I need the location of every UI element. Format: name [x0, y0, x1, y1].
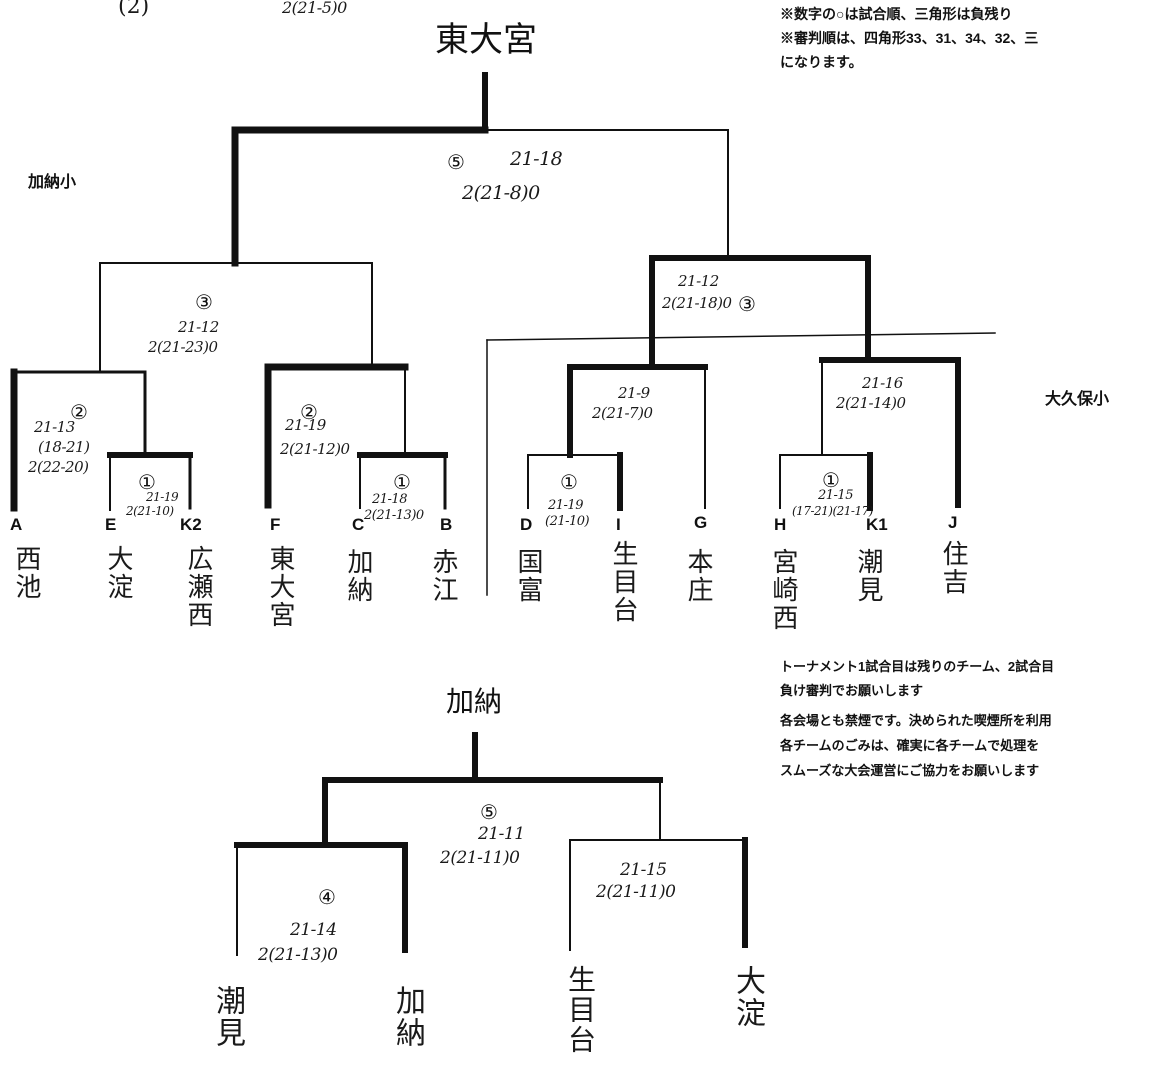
m-mid2-score-2: 2(21-12)0 — [280, 440, 350, 458]
m-right2b-score-2: 2(21-14)0 — [836, 394, 906, 412]
final-score-2: 2(21-8)0 — [462, 182, 540, 204]
bottom-right-score-2: 2(21-11)0 — [596, 882, 676, 902]
top-fragment-score: 2(21-5)0 — [282, 0, 347, 17]
instruction-line-1: トーナメント1試合目は残りのチーム、2試合目 — [780, 659, 1055, 674]
team-name-d: 国富 — [513, 548, 543, 604]
m-right1b-score-2: (17-21)(21-17) — [792, 504, 873, 518]
m-right1a-order: ① — [560, 470, 578, 494]
team-code-h: H — [774, 515, 787, 534]
team-code-g: G — [694, 513, 708, 532]
team-name-b: 赤江 — [428, 548, 458, 604]
team-name-f: 東大宮 — [265, 545, 295, 629]
m-right1a-score-2: (21-10) — [545, 514, 590, 529]
team-code-k2: K2 — [180, 515, 202, 534]
note-line-1: ※数字の○は試合順、三角形は負残り — [780, 6, 1013, 22]
bottom-team-name-2: 加納 — [390, 985, 425, 1049]
left-semi-order: ③ — [195, 290, 213, 314]
team-code-k1: K1 — [866, 515, 888, 534]
m-left1-order: ① — [138, 470, 156, 494]
team-code-f: F — [270, 515, 281, 534]
team-name-e: 大淀 — [103, 545, 133, 601]
final-score-1: 21-18 — [510, 148, 563, 170]
m-right1a-score-1: 21-19 — [548, 498, 583, 513]
m-right2b-score-1: 21-16 — [862, 374, 903, 392]
team-name-j: 住吉 — [938, 540, 968, 596]
bottom-final-order: ⑤ — [480, 800, 498, 824]
bottom-bracket-title: 加納 — [446, 685, 503, 718]
right-semi-score-1: 21-12 — [678, 272, 719, 290]
team-code-c: C — [352, 515, 365, 534]
bottom-team-name-1: 潮見 — [210, 985, 245, 1049]
team-code-a: A — [10, 515, 23, 534]
bottom-team-name-3: 生目台 — [564, 965, 597, 1055]
m-right1b-order: ① — [822, 468, 840, 492]
m-mid1-score-1: 21-18 — [372, 492, 407, 507]
team-code-j: J — [948, 513, 958, 532]
note-line-2: ※審判順は、四角形33、31、34、32、三 — [780, 30, 1039, 46]
team-code-b: B — [440, 515, 453, 534]
left-semi-score-1: 21-12 — [178, 318, 219, 336]
m-left1-score-2: 2(21-10) — [126, 504, 174, 518]
team-name-c: 加納 — [343, 548, 373, 604]
instruction-line-4: 各チームのごみは、確実に各チームで処理を — [780, 738, 1040, 753]
bottom-team-name-4: 大淀 — [730, 965, 765, 1029]
side-label-right: 大久保小 — [1045, 391, 1110, 408]
left-semi-score-2: 2(21-23)0 — [148, 338, 218, 356]
m-left1-score-1: 21-19 — [146, 490, 179, 504]
side-label-left: 加納小 — [28, 174, 77, 191]
team-name-k2: 広瀬西 — [183, 545, 213, 629]
m-mid2-order: ② — [300, 400, 318, 424]
bottom-final-score-2: 2(21-11)0 — [440, 848, 520, 868]
instruction-line-2: 負け審判でお願いします — [780, 683, 924, 698]
m-right2a-score-1: 21-9 — [618, 384, 650, 402]
m-right1b-score-1: 21-15 — [818, 488, 853, 503]
m-mid1-score-2: 2(21-13)0 — [364, 508, 424, 523]
team-name-a: 西池 — [11, 545, 41, 601]
team-name-k1: 潮見 — [853, 548, 883, 604]
top-fragment-left: (2) — [118, 0, 150, 19]
bottom-right-score-1: 21-15 — [620, 860, 667, 880]
instruction-line-3: 各会場とも禁煙です。決められた喫煙所を利用 — [780, 713, 1052, 728]
right-semi-order: ③ — [738, 292, 756, 316]
note-line-3: になります。 — [780, 54, 863, 70]
bottom-left-score-2: 2(21-13)0 — [258, 945, 338, 965]
team-code-d: D — [520, 515, 533, 534]
right-semi-score-2: 2(21-18)0 — [662, 294, 732, 312]
m-right2a-score-2: 2(21-7)0 — [592, 404, 653, 422]
bottom-left-score-1: 21-14 — [290, 920, 337, 940]
bottom-left-order: ④ — [318, 885, 336, 909]
m-left2-score-3: 2(22-20) — [28, 458, 89, 476]
final-order: ⑤ — [447, 150, 465, 174]
m-left2-order: ② — [70, 400, 88, 424]
team-name-i: 生目台 — [608, 540, 638, 624]
m-mid2-score-1: 21-19 — [285, 416, 326, 434]
m-left2-score-2: (18-21) — [38, 438, 90, 456]
top-bracket-title: 東大宮 — [435, 20, 537, 60]
bottom-final-score-1: 21-11 — [478, 824, 525, 844]
team-code-e: E — [105, 515, 117, 534]
m-left2-score-1: 21-13 — [34, 418, 75, 436]
instruction-line-5: スムーズな大会運営にご協力をお願いします — [780, 763, 1040, 778]
m-mid1-order: ① — [393, 470, 411, 494]
team-code-i: I — [616, 515, 621, 534]
team-name-g: 本庄 — [683, 548, 713, 604]
team-name-h: 宮崎西 — [768, 548, 798, 632]
